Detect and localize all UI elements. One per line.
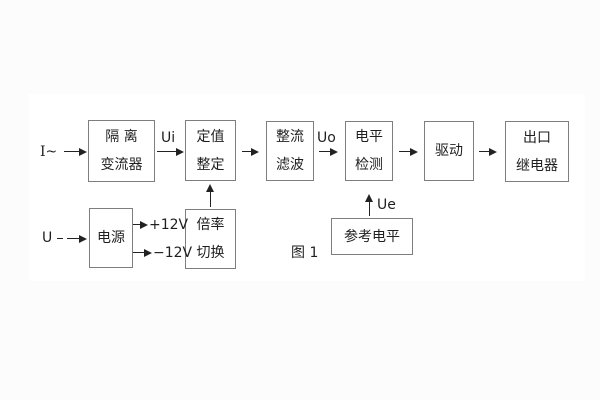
label-input-current: I~ [40, 144, 58, 160]
block-output-relay-line1: 出口 [523, 129, 551, 146]
arrow-drive-to-relay [479, 147, 497, 156]
figure-caption: 图 1 [291, 245, 319, 261]
block-level-detect-line2: 检测 [355, 157, 383, 173]
arrow-input-current-to-isolation [64, 147, 87, 156]
block-isolation-transformer: 隔 离 变流器 [88, 120, 155, 182]
arrow-isolation-to-setting [157, 147, 184, 156]
label-uo: Uo [317, 130, 336, 146]
block-drive: 驱动 [424, 121, 474, 181]
arrow-reference-to-detect [365, 194, 373, 216]
block-isolation-transformer-line2: 变流器 [100, 157, 143, 173]
block-output-relay: 出口 继电器 [505, 121, 569, 182]
arrow-power-plus-12v [133, 220, 148, 229]
block-value-setting-line2: 整定 [196, 156, 225, 173]
block-ratio-switch-line2: 切换 [196, 245, 225, 261]
block-reference-level: 参考电平 [331, 218, 413, 255]
block-ratio-switch-line1: 倍率 [196, 217, 225, 233]
block-rectify-filter-line1: 整流 [276, 129, 304, 145]
block-output-relay-line2: 继电器 [516, 157, 558, 174]
block-power-supply: 电源 [89, 208, 133, 268]
block-level-detect: 电平 检测 [345, 121, 393, 181]
label-plus-12v: +12V [149, 217, 189, 233]
block-drive-line1: 驱动 [435, 143, 463, 159]
block-power-supply-line1: 电源 [97, 230, 125, 246]
label-minus-12v: −12V [153, 245, 193, 261]
block-value-setting: 定值 整定 [185, 120, 236, 181]
arrow-setting-to-rectify [242, 147, 259, 156]
arrow-ratio-to-setting [206, 184, 214, 207]
label-ue: Ue [377, 197, 396, 213]
arrow-detect-to-drive [399, 147, 418, 156]
arrow-power-minus-12v [133, 248, 152, 257]
block-value-setting-line1: 定值 [196, 128, 225, 145]
block-rectify-filter: 整流 滤波 [266, 121, 314, 181]
block-isolation-transformer-line1: 隔 离 [105, 129, 138, 145]
label-input-voltage: U [42, 230, 53, 246]
arrow-rectify-to-detect [319, 147, 338, 156]
block-reference-level-line1: 参考电平 [344, 228, 400, 245]
line-input-voltage-dash [57, 238, 63, 239]
arrow-input-voltage-to-power [67, 234, 87, 243]
block-ratio-switch: 倍率 切换 [185, 209, 236, 269]
block-level-detect-line1: 电平 [355, 129, 383, 145]
block-rectify-filter-line2: 滤波 [276, 157, 304, 173]
label-ui: Ui [161, 130, 176, 146]
